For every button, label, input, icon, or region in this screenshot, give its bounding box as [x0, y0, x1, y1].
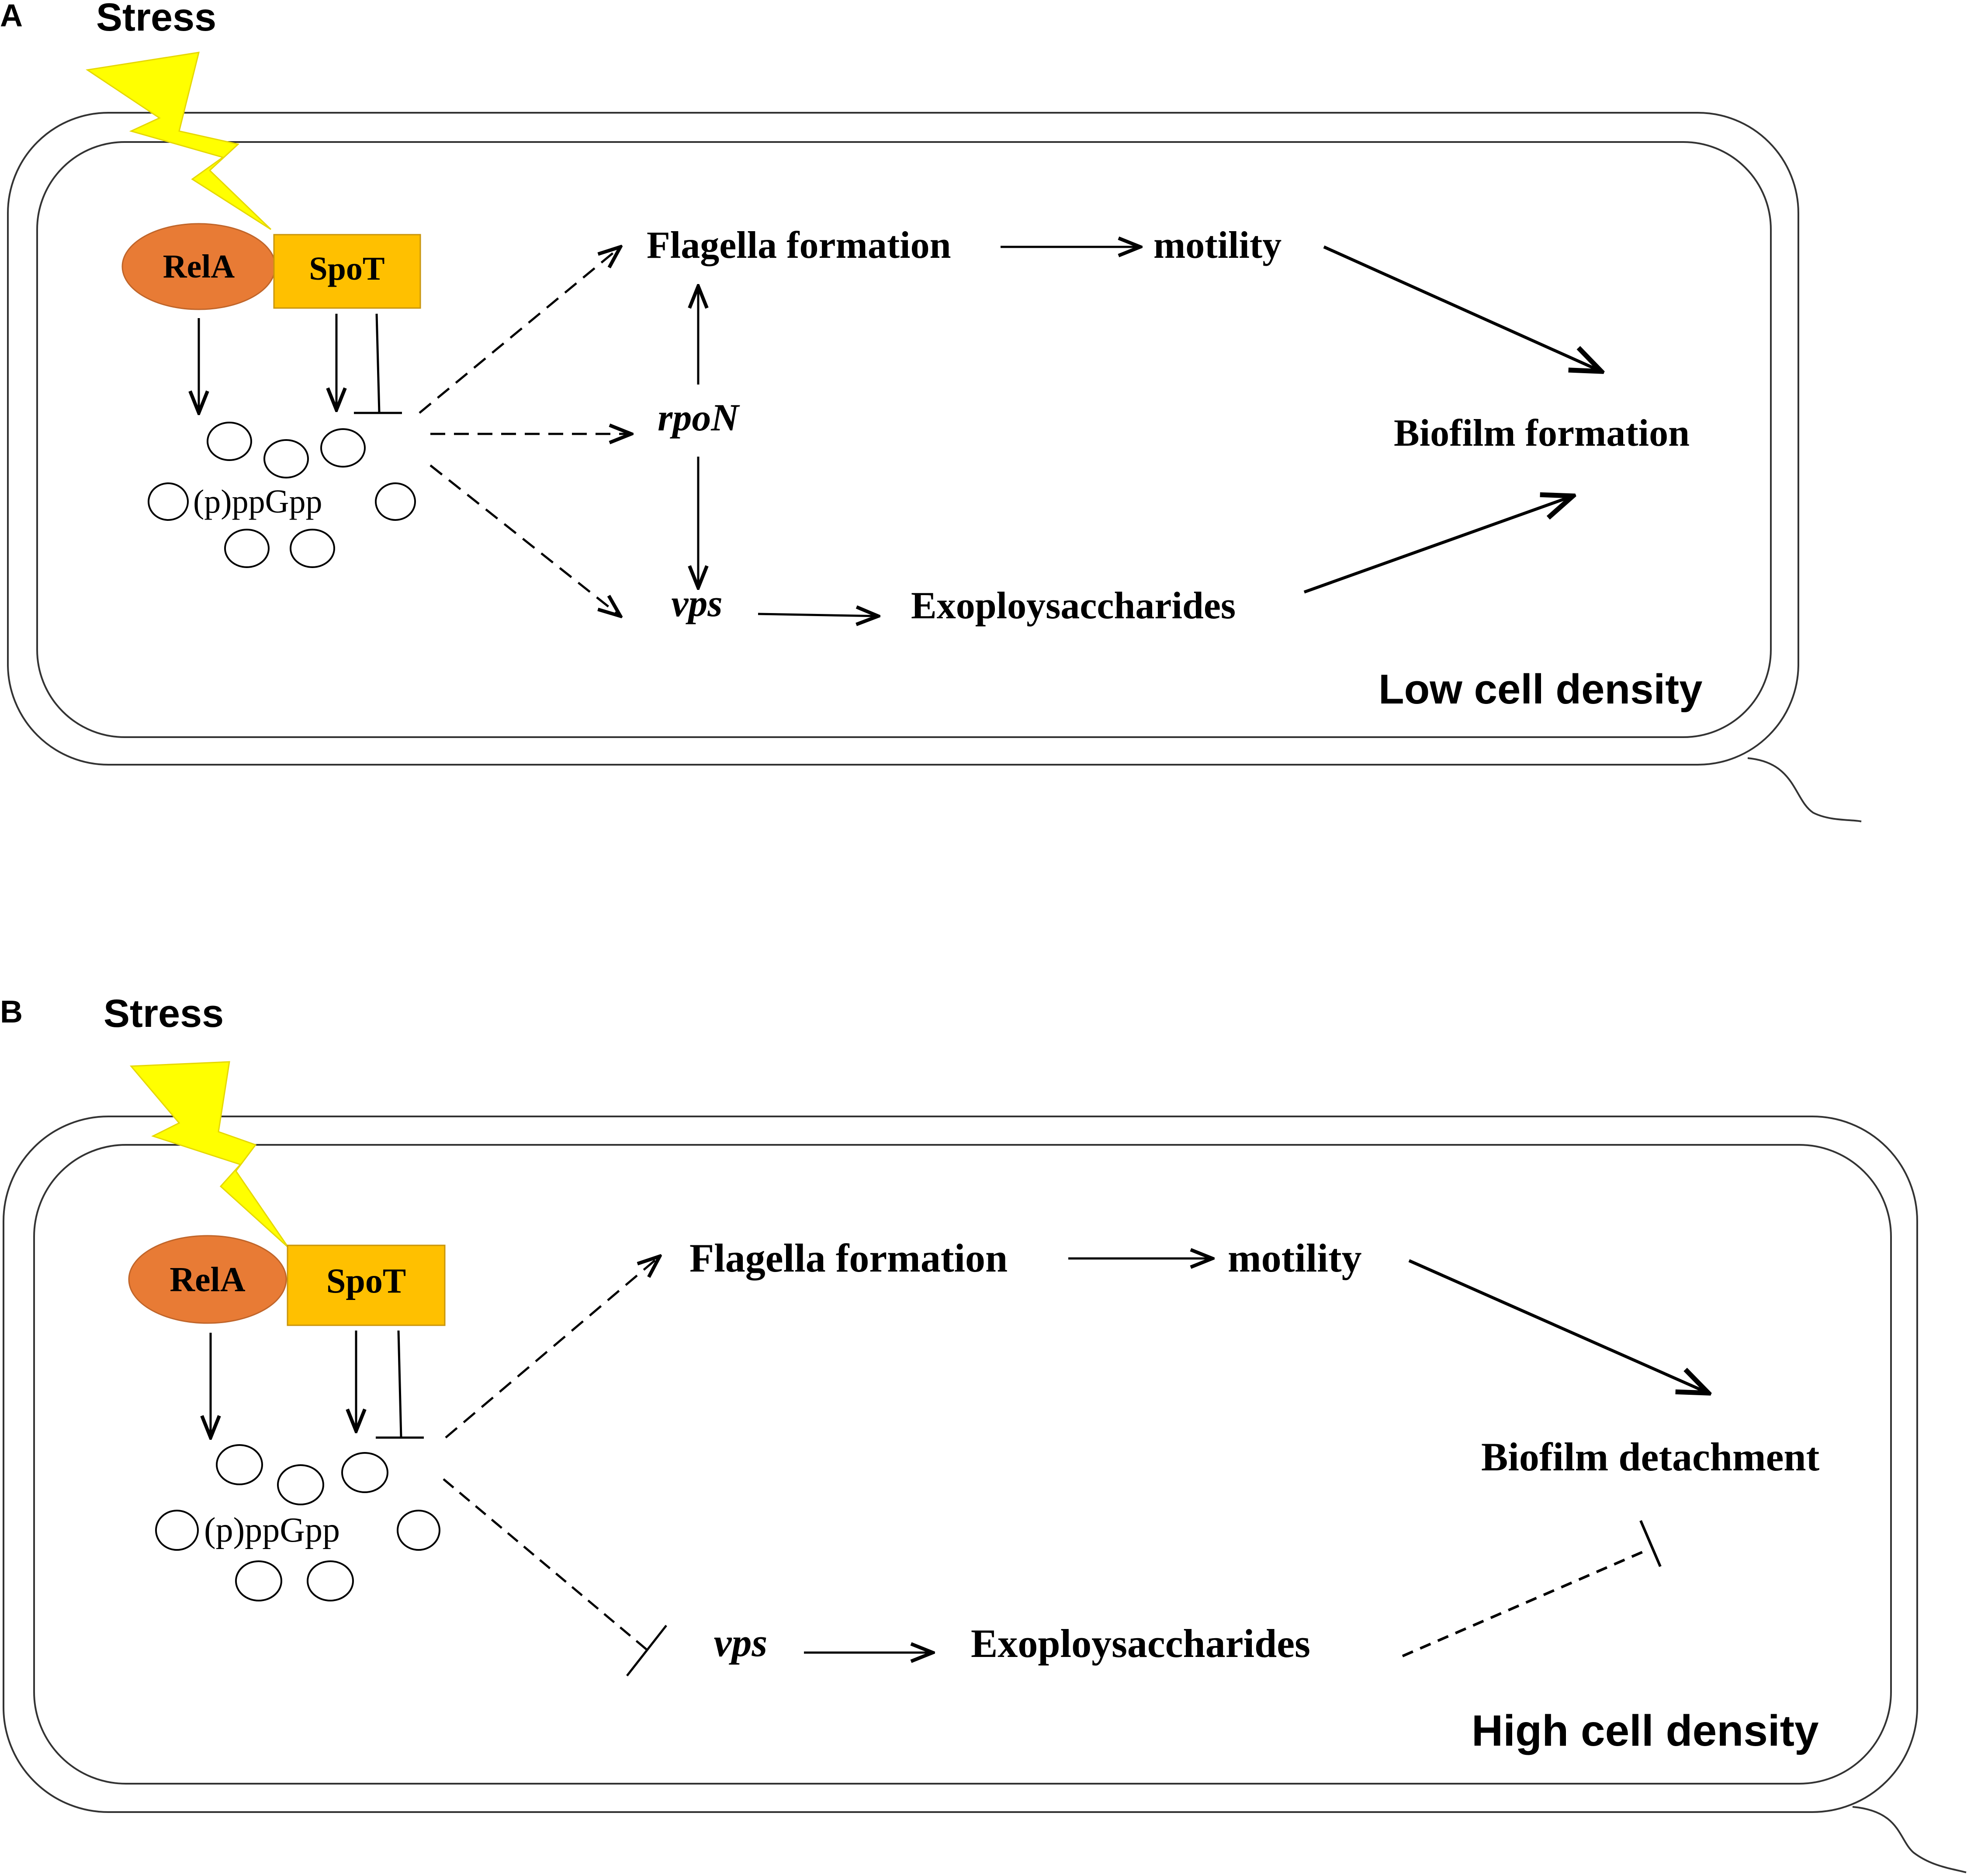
arrow-icon	[445, 1256, 660, 1438]
spot-label: SpoT	[309, 250, 384, 287]
rpon-label: rpoN	[658, 397, 740, 439]
lightning-bolt-icon	[85, 52, 272, 230]
arrow-icon	[1323, 245, 1601, 371]
vps-label: vps	[671, 582, 722, 625]
arrow-icon	[1408, 1259, 1708, 1393]
ppgpp-label: (p)ppGpp	[204, 1511, 340, 1549]
biofilm-detachment-label: Biofilm detachment	[1481, 1435, 1820, 1479]
arrow-icon	[758, 614, 878, 616]
exopolysaccharides-label: Exoploysaccharides	[971, 1621, 1310, 1666]
panel-a-stress-label: Stress	[96, 0, 216, 39]
biofilm-formation-label: Biofilm formation	[1394, 412, 1690, 454]
panel-a: A Stress RelA SpoT (p)ppGpp	[0, 0, 1862, 822]
ppgpp-label: (p)ppGpp	[193, 483, 322, 520]
exopolysaccharides-label: Exoploysaccharides	[911, 585, 1236, 627]
flagella-formation-label: Flagella formation	[689, 1236, 1008, 1280]
spot-node	[273, 234, 421, 309]
inhibition-bar-icon	[375, 313, 381, 413]
inhibition-bar-icon	[397, 1330, 402, 1438]
lightning-bolt-icon	[129, 1061, 289, 1248]
inhibition-bar-icon	[443, 1478, 648, 1650]
inhibition-bar-icon	[1639, 1520, 1662, 1567]
high-cell-density-label: High cell density	[1472, 1706, 1819, 1755]
panel-b-outer-membrane	[3, 1116, 1918, 1813]
panel-b-letter: B	[0, 995, 23, 1029]
panel-b-inner-membrane	[33, 1144, 1892, 1785]
panel-b: B Stress RelA SpoT (p)ppGpp	[0, 992, 1967, 1873]
ppgpp-molecules	[148, 422, 416, 568]
motility-label: motility	[1228, 1236, 1362, 1280]
rela-label: RelA	[170, 1261, 246, 1299]
motility-label: motility	[1153, 224, 1281, 267]
panel-a-outer-membrane	[7, 112, 1799, 766]
flagella-formation-label: Flagella formation	[647, 224, 951, 267]
arrow-icon	[1303, 496, 1573, 594]
panel-a-letter: A	[0, 0, 23, 33]
panel-a-inner-membrane	[36, 141, 1772, 738]
panel-a-flagellum	[1747, 757, 1862, 822]
spot-label: SpoT	[326, 1262, 406, 1300]
panel-b-flagellum	[1852, 1806, 1967, 1873]
arrow-icon	[429, 464, 620, 616]
ppgpp-molecules	[155, 1444, 440, 1601]
rela-node	[128, 1235, 287, 1324]
low-cell-density-label: Low cell density	[1378, 666, 1703, 713]
panel-b-stress-label: Stress	[104, 992, 224, 1036]
inhibition-bar-icon	[1402, 1548, 1650, 1657]
vps-label: vps	[714, 1620, 768, 1665]
inhibition-bar-icon	[626, 1625, 667, 1677]
rela-label: RelA	[163, 248, 235, 285]
spot-node	[287, 1244, 446, 1326]
arrow-icon	[419, 247, 620, 414]
